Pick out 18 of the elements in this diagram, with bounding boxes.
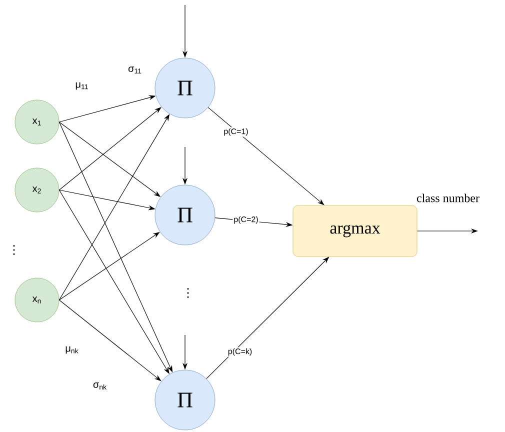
parameter-label: σ$_{11}$ bbox=[128, 66, 142, 74]
product-node: Π bbox=[154, 370, 216, 430]
input-node: x$_{n}$ bbox=[14, 278, 60, 322]
ellipsis-mark: ⋮ bbox=[13, 245, 15, 255]
edge-label: p(C=1) bbox=[222, 127, 250, 137]
input-node: x$_{2}$ bbox=[14, 168, 60, 212]
ellipsis-mark: ⋮ bbox=[187, 288, 189, 298]
edge-label: p(C=2) bbox=[232, 215, 260, 225]
parameter-label: σ$_{nk}$ bbox=[93, 382, 107, 390]
argmax-box: argmax bbox=[292, 205, 418, 257]
product-node: Π bbox=[154, 58, 216, 118]
parameter-label: μ$_{nk}$ bbox=[66, 346, 78, 354]
parameter-label: μ$_{11}$ bbox=[76, 82, 88, 90]
product-node: Π bbox=[154, 184, 216, 246]
edge-label: class number bbox=[416, 192, 480, 204]
input-node: x$_{1}$ bbox=[14, 100, 60, 144]
edge-label: p(C=k) bbox=[226, 347, 254, 357]
arrow bbox=[208, 107, 324, 206]
